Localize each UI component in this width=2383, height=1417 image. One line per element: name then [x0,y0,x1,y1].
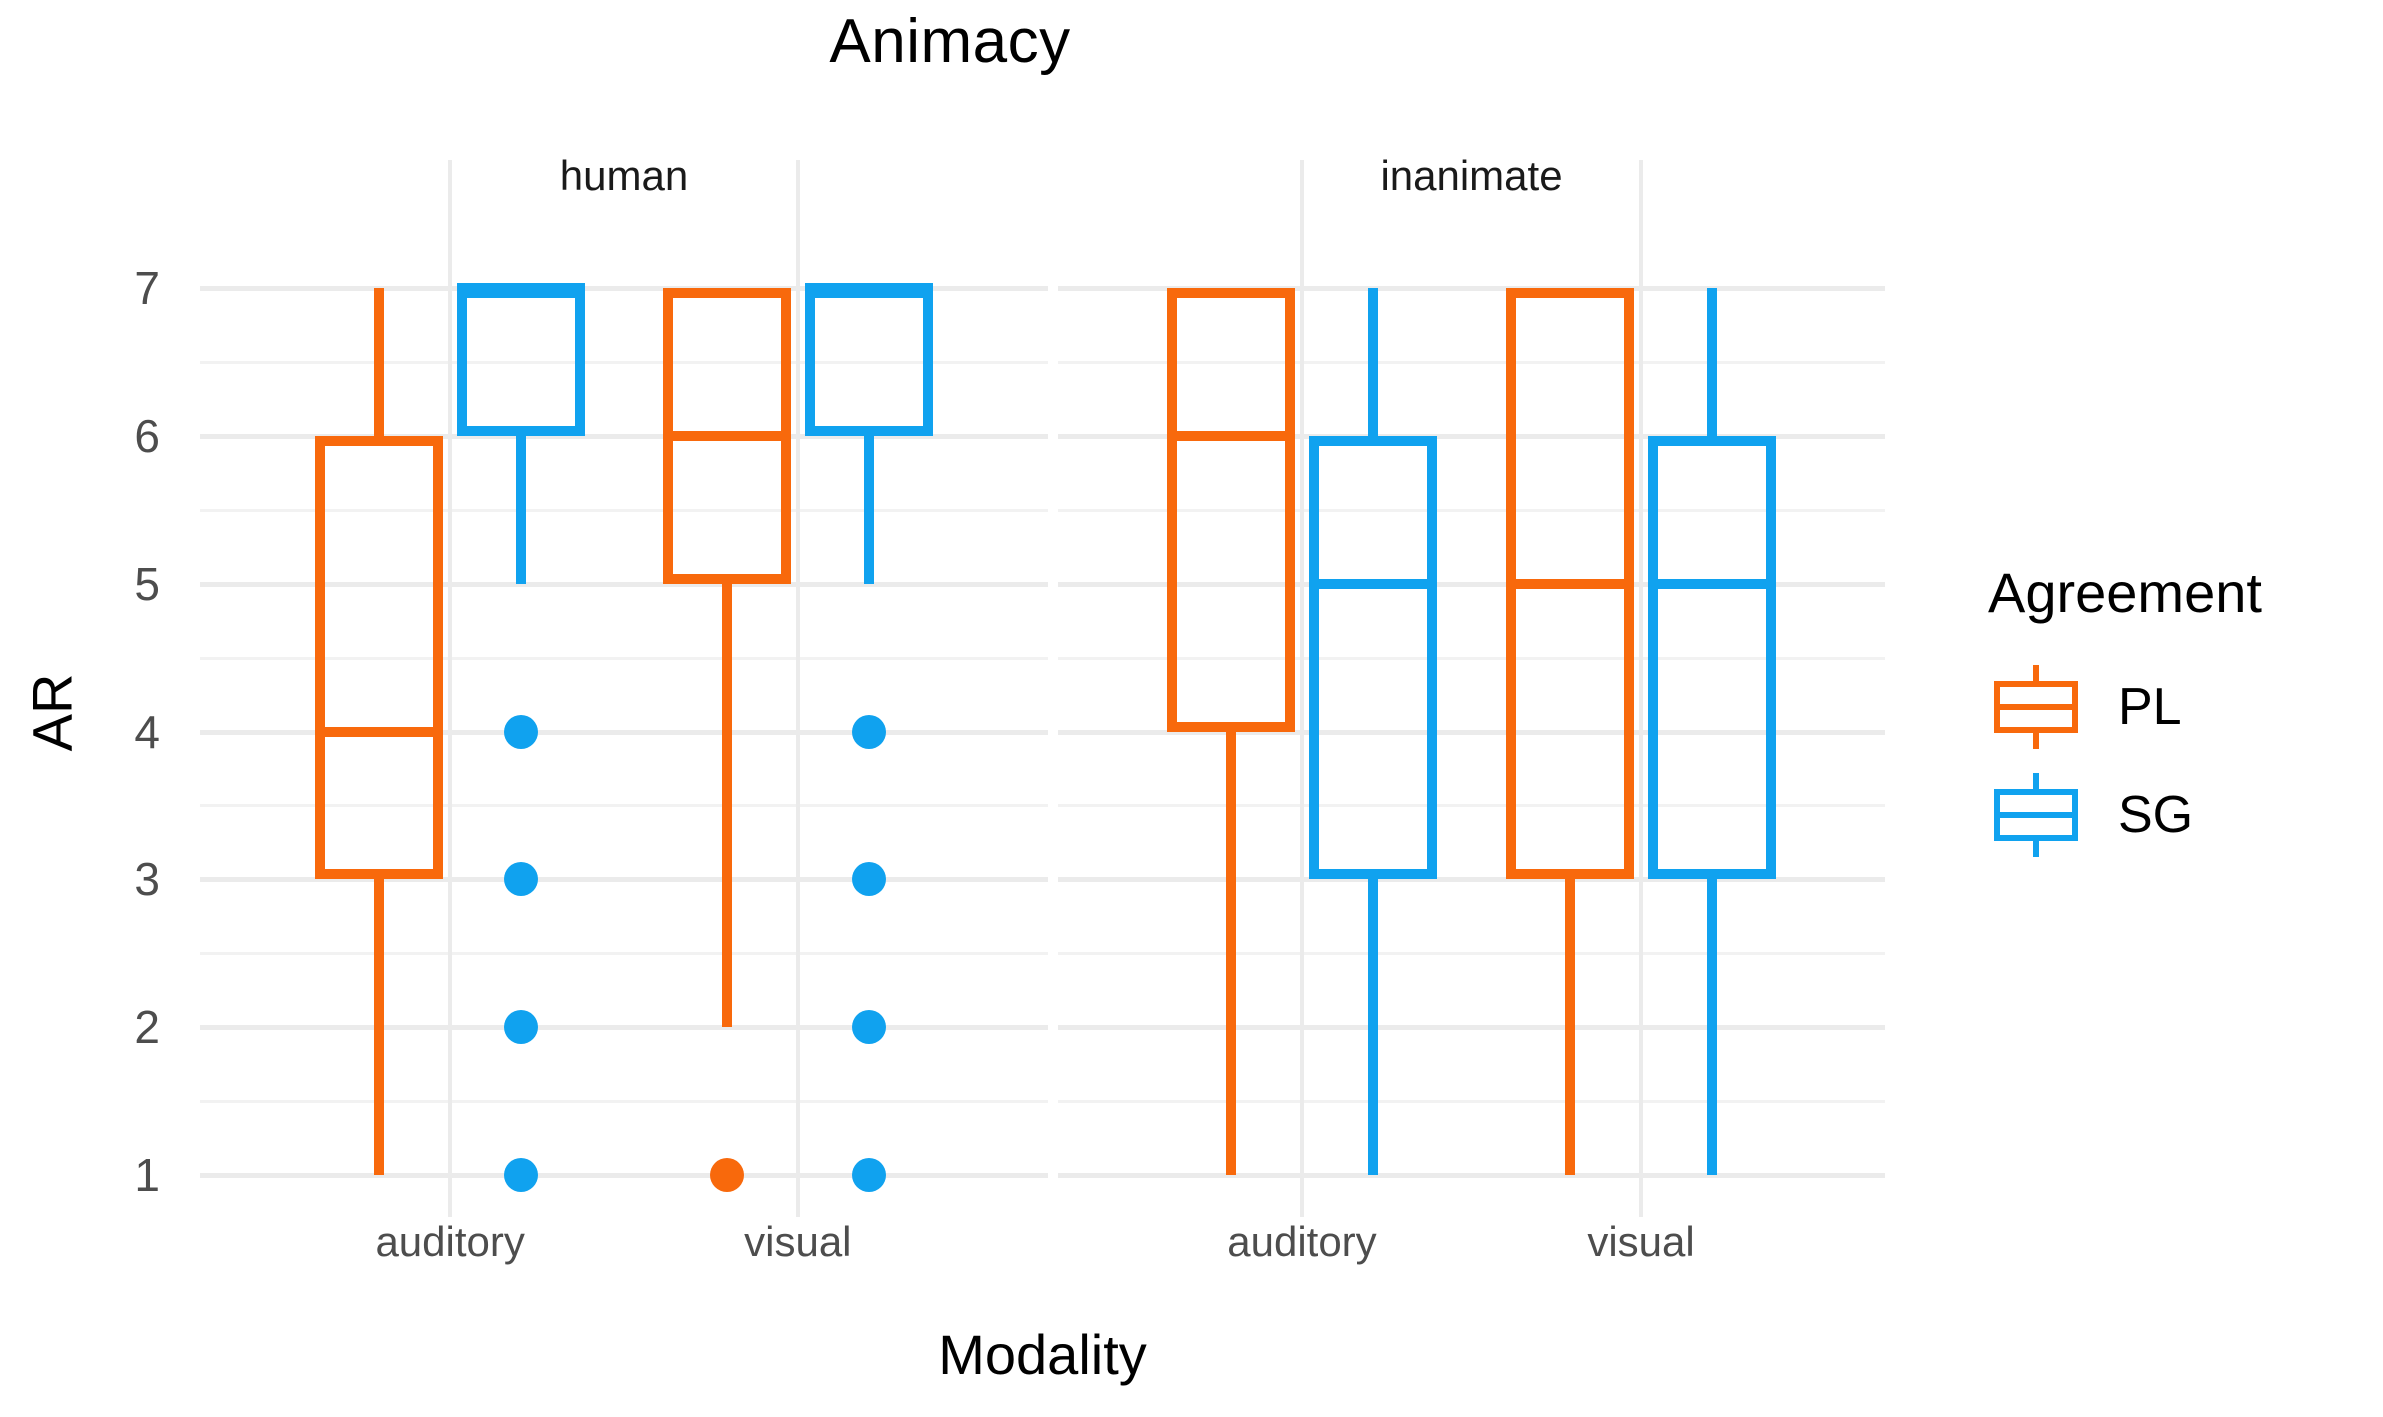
legend-item-sg[interactable]: SG [1988,761,2368,869]
gridline-y-1 [1058,1173,1885,1178]
y-tick-label-1: 1 [134,1149,160,1201]
y-tick-label-4: 4 [134,705,160,758]
whisker-lower-inanimate-visual-SG [1707,879,1718,1175]
legend-item-pl[interactable]: PL [1988,653,2368,761]
y-tick-label-6: 6 [134,409,160,462]
whisker-lower-inanimate-auditory-PL [1225,731,1236,1175]
outlier-human-auditory-SG-3 [504,862,539,897]
gridline-x-auditory [1299,160,1304,1217]
legend-key-part [2033,839,2039,857]
outlier-human-auditory-SG-2 [504,1010,539,1045]
box-human-auditory-SG [457,288,586,436]
whisker-lower-human-visual-SG [863,435,874,584]
y-tick-label-5: 5 [134,557,160,610]
legend-key-boxplot-icon [1988,657,2084,757]
x-tick-label-inanimate-auditory: auditory [1227,1218,1377,1265]
median-inanimate-visual-SG [1648,578,1777,589]
facet-strip-human: human [559,152,689,199]
gridline-x-auditory [448,160,453,1217]
outlier-human-visual-SG-1 [851,1158,886,1192]
median-inanimate-visual-PL [1506,578,1635,589]
whisker-lower-human-auditory-PL [374,879,385,1175]
gridline-minor [1058,656,1885,660]
gridline-y-6 [200,433,1048,439]
legend-key-boxplot-icon [1988,765,2084,865]
outlier-human-visual-SG-4 [851,714,886,749]
gridline-minor [1058,508,1885,512]
gridline-x-visual [795,160,800,1217]
gridline-minor [1058,804,1885,808]
box-human-auditory-PL [315,435,444,880]
y-tick-label-3: 3 [134,853,160,906]
legend-label: PL [2118,678,2182,736]
median-human-visual-PL [662,430,791,441]
gridline-y-6 [1058,433,1885,439]
gridline-y-3 [200,877,1048,883]
outlier-human-visual-PL-1 [709,1158,744,1192]
gridline-x-visual [1639,160,1644,1217]
gridline-minor [200,1100,1048,1104]
gridline-y-7 [1058,286,1885,291]
whisker-lower-inanimate-visual-PL [1565,879,1576,1175]
median-inanimate-auditory-SG [1308,578,1437,589]
whisker-upper-inanimate-auditory-SG [1367,288,1378,436]
gridline-y-7 [200,286,1048,291]
gridline-minor [200,804,1048,808]
x-axis-title: Modality [938,1323,1147,1386]
legend-key-part [2033,731,2039,749]
gridline-minor [200,508,1048,512]
median-human-auditory-PL [315,726,444,737]
gridline-minor [1058,360,1885,364]
x-tick-label-inanimate-visual: visual [1587,1218,1695,1265]
whisker-upper-human-auditory-PL [374,288,385,436]
box-human-visual-SG [804,288,933,436]
whisker-upper-inanimate-visual-SG [1707,288,1718,436]
legend-key-part [2033,665,2039,683]
legend-key-part [2033,773,2039,791]
outlier-human-auditory-SG-1 [504,1158,539,1192]
gridline-minor [200,360,1048,364]
median-human-auditory-SG [457,283,586,293]
gridline-minor [200,656,1048,660]
gridline-y-4 [200,729,1048,735]
median-human-visual-SG [804,283,933,293]
x-tick-label-human-auditory: auditory [375,1218,525,1265]
legend-label: SG [2118,786,2194,844]
gridline-y-2 [200,1025,1048,1031]
box-inanimate-auditory-PL [1166,288,1295,732]
gridline-y-1 [200,1173,1048,1178]
page-title: Animacy [829,7,1071,76]
outlier-human-visual-SG-3 [851,862,886,897]
whisker-lower-inanimate-auditory-SG [1367,879,1378,1175]
box-inanimate-visual-SG [1648,435,1777,880]
gridline-y-5 [1058,581,1885,587]
y-tick-label-2: 2 [134,1001,160,1054]
gridline-y-2 [1058,1025,1885,1031]
whisker-lower-human-visual-PL [721,583,732,1028]
gridline-y-5 [200,581,1048,587]
outlier-human-auditory-SG-4 [504,714,539,749]
gridline-minor [200,952,1048,956]
whisker-lower-human-auditory-SG [516,435,527,584]
legend-title: Agreement [1988,561,2262,624]
legend-key-part [1994,812,2078,818]
gridline-minor [1058,952,1885,956]
median-inanimate-auditory-PL [1166,430,1295,441]
facet-strip-inanimate: inanimate [1380,152,1563,199]
legend: Agreement PL SG [1988,560,2368,869]
x-tick-label-human-visual: visual [744,1218,852,1265]
legend-key-part [1994,704,2078,710]
y-tick-label-7: 7 [134,262,160,314]
gridline-y-4 [1058,729,1885,735]
box-inanimate-auditory-SG [1308,435,1437,880]
outlier-human-visual-SG-2 [851,1010,886,1045]
gridline-y-3 [1058,877,1885,883]
gridline-minor [1058,1100,1885,1104]
